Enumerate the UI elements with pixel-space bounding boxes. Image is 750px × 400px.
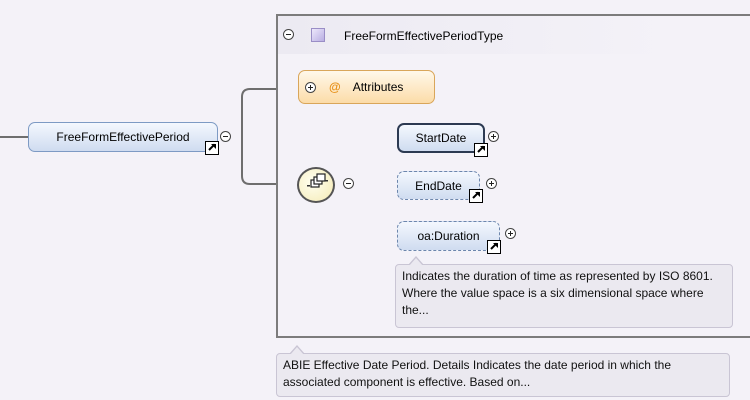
attributes-label: Attributes xyxy=(352,80,404,94)
expand-enddate-icon[interactable] xyxy=(486,178,497,189)
reference-arrow-icon xyxy=(469,189,483,203)
duration-documentation: Indicates the duration of time as repres… xyxy=(395,256,733,328)
reference-arrow-icon xyxy=(474,143,488,157)
expand-duration-icon[interactable] xyxy=(505,228,516,239)
collapse-sequence-icon[interactable] xyxy=(343,178,354,189)
collapse-root-icon[interactable] xyxy=(220,131,231,142)
element-enddate[interactable]: EndDate xyxy=(397,171,480,200)
complex-type-icon xyxy=(311,28,325,42)
complex-type-name: FreeFormEffectivePeriodType xyxy=(344,29,504,43)
enddate-label: EndDate xyxy=(415,178,462,193)
reference-arrow-icon xyxy=(487,240,501,254)
root-element-node[interactable]: FreeFormEffectivePeriod xyxy=(28,122,218,152)
collapse-type-icon[interactable] xyxy=(283,29,294,40)
root-element-documentation: ABIE Effective Date Period. Details Indi… xyxy=(276,345,730,397)
root-element-label: FreeFormEffectivePeriod xyxy=(56,130,190,144)
complex-type-header: FreeFormEffectivePeriodType xyxy=(278,16,678,54)
sequence-icon xyxy=(307,173,328,188)
reference-arrow-icon xyxy=(205,141,219,155)
duration-label: oa:Duration xyxy=(417,229,480,243)
element-startdate[interactable]: StartDate xyxy=(397,123,485,153)
attribute-at-icon: @ xyxy=(329,80,341,94)
sequence-compositor[interactable] xyxy=(297,167,335,203)
element-duration[interactable]: oa:Duration xyxy=(397,221,500,251)
expand-attributes-icon[interactable] xyxy=(305,82,316,93)
startdate-label: StartDate xyxy=(415,131,467,145)
expand-startdate-icon[interactable] xyxy=(488,131,499,142)
attributes-node[interactable]: @ Attributes xyxy=(298,70,435,104)
